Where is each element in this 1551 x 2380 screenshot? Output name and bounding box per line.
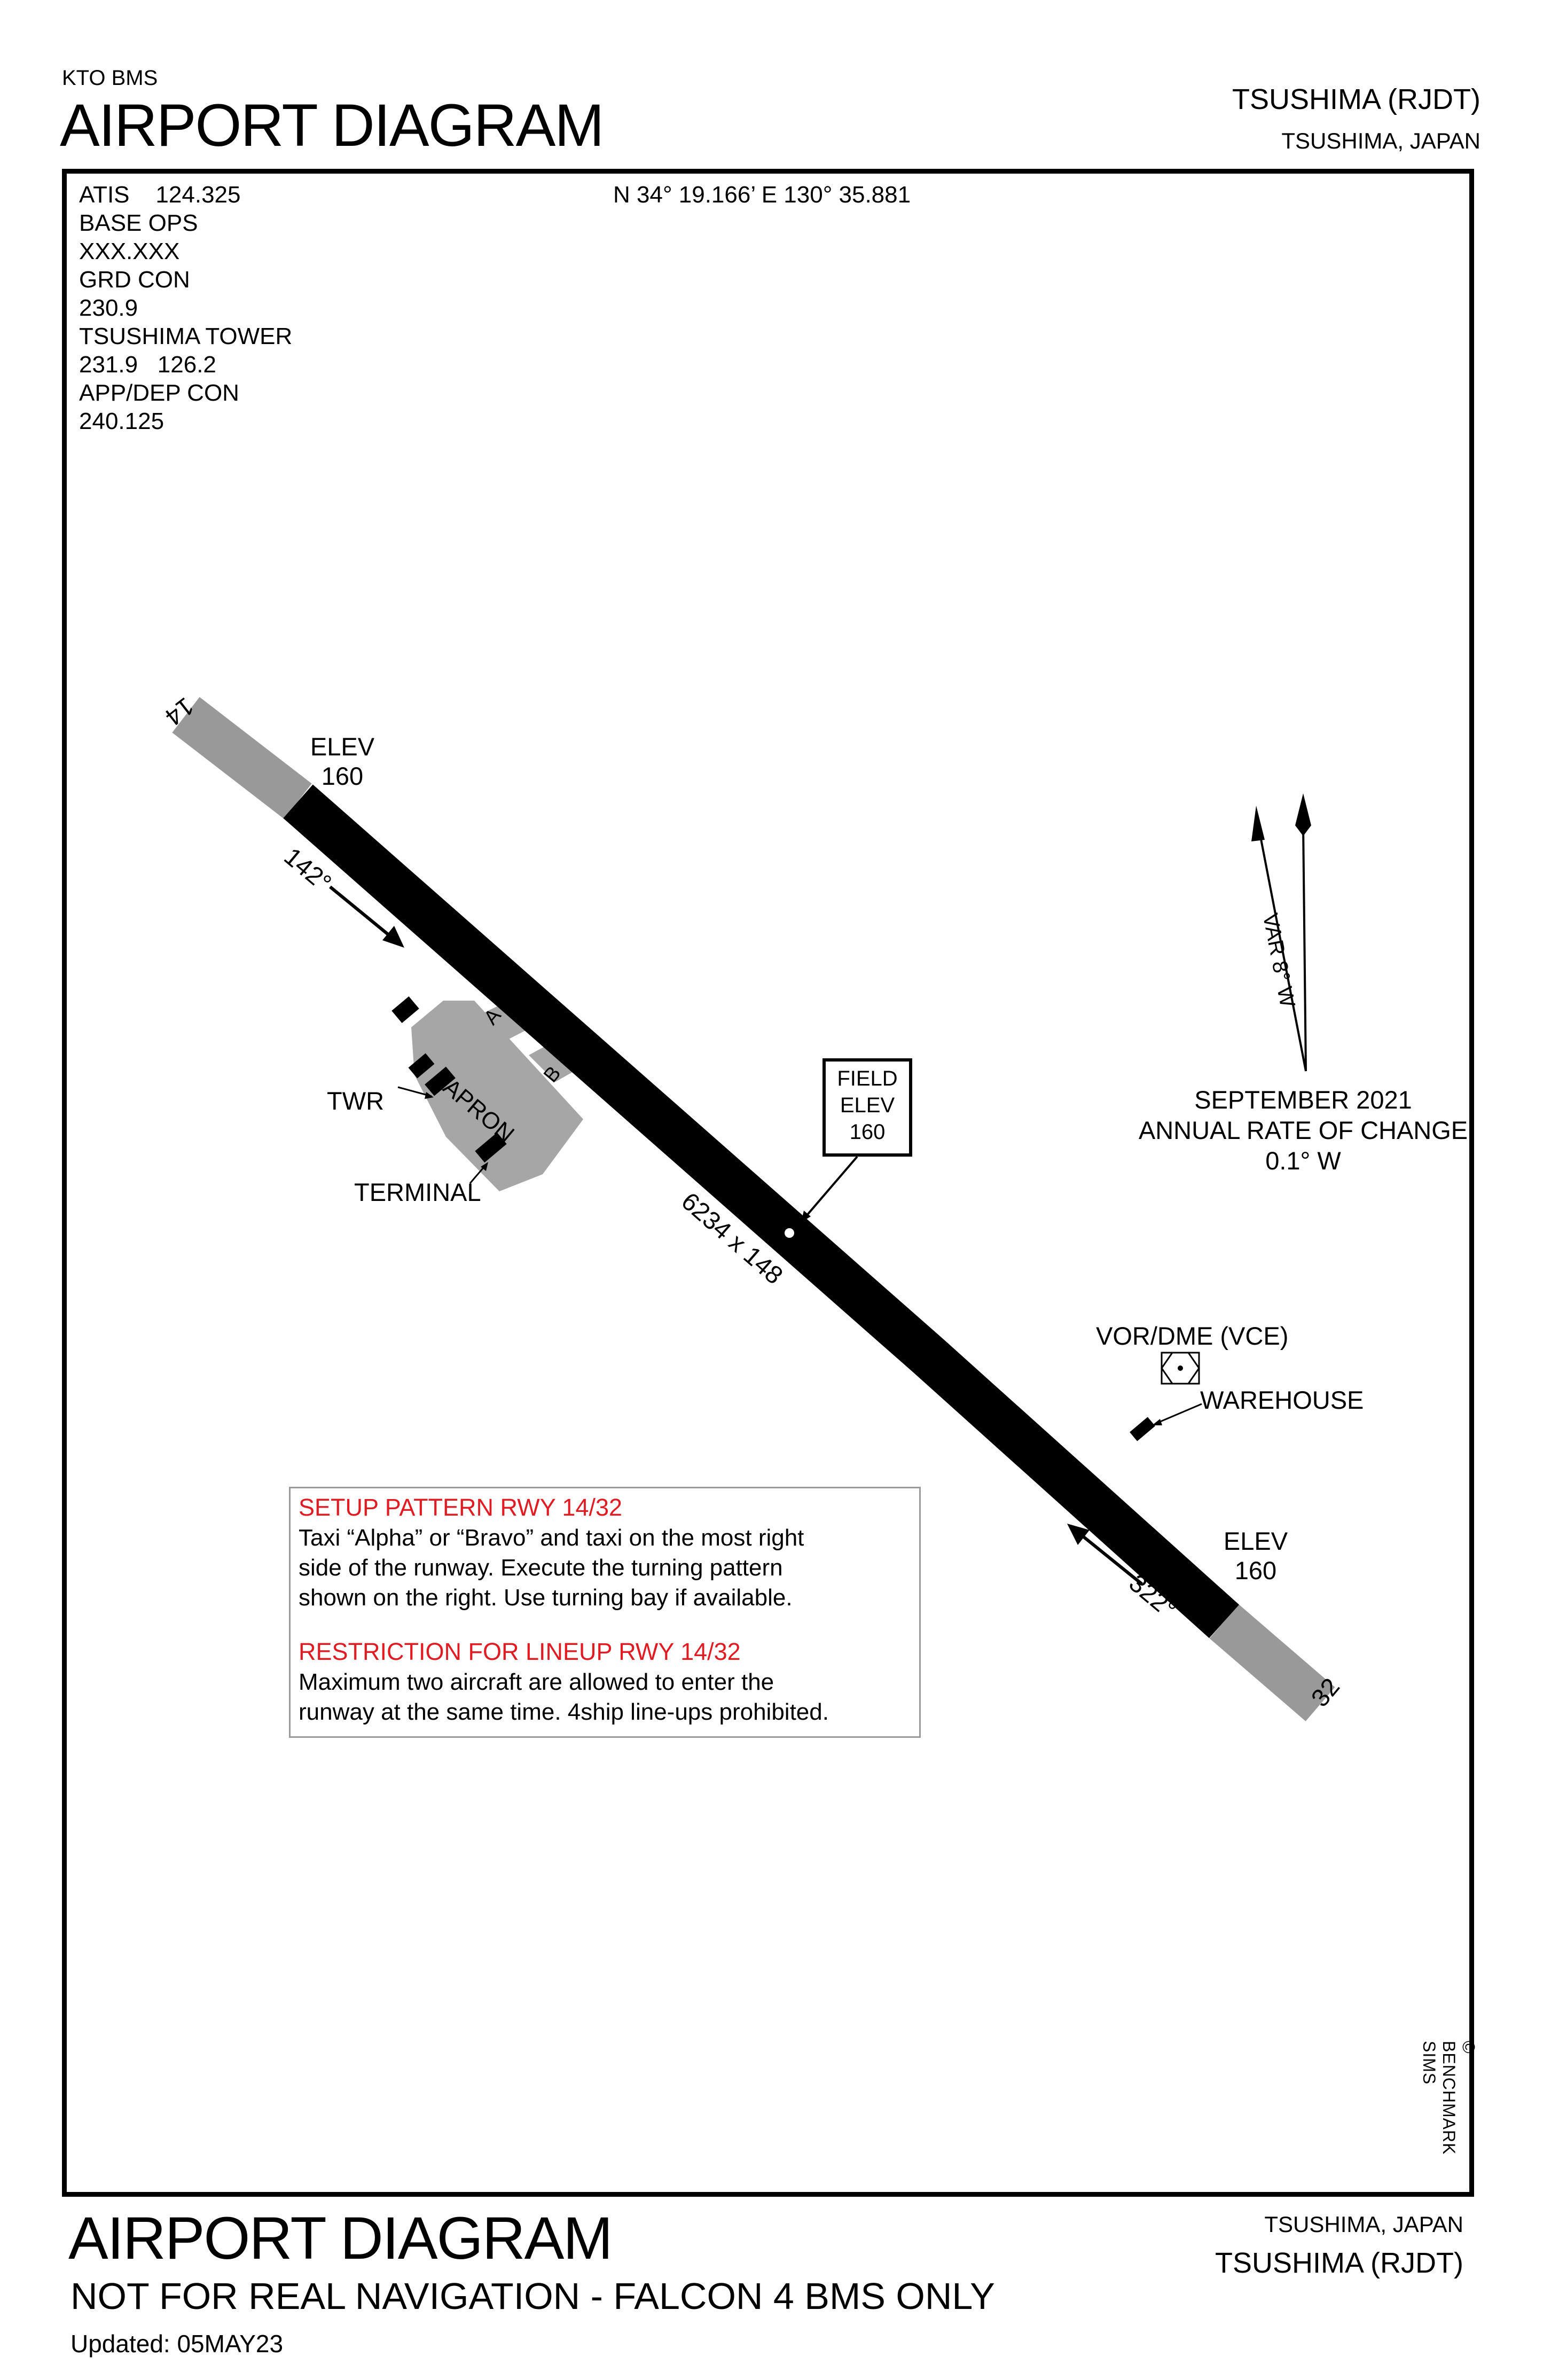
setup-line-3: shown on the right. Use turning bay if a… — [299, 1585, 793, 1611]
vor-dme-label: VOR/DME (VCE) — [1096, 1322, 1289, 1350]
variation-rate-label: ANNUAL RATE OF CHANGE — [1138, 1116, 1468, 1144]
chart-source: KTO BMS — [62, 66, 158, 90]
elev-south-label: ELEV — [1223, 1527, 1288, 1555]
runway-14-32 — [283, 784, 1240, 1638]
setup-line-2: side of the runway. Execute the turning … — [299, 1555, 783, 1581]
field-elev-line1: FIELD — [837, 1067, 898, 1090]
elev-south-value: 160 — [1234, 1556, 1277, 1585]
procedure-notes-box: SETUP PATTERN RWY 14/32 Taxi “Alpha” or … — [289, 1487, 921, 1738]
magnetic-north-arrowhead — [1251, 806, 1265, 841]
magnetic-north-line — [1257, 822, 1307, 1072]
copyright-notice: © BENCHMARK SIMS — [1420, 2041, 1478, 2155]
warehouse-leader-arrow — [1152, 1419, 1162, 1425]
field-elev-leader — [804, 1156, 858, 1218]
footer-airport-name: TSUSHIMA (RJDT) — [1215, 2247, 1463, 2279]
airport-location: TSUSHIMA, JAPAN — [1281, 128, 1480, 153]
lineup-line-2: runway at the same time. 4ship line-ups … — [299, 1699, 829, 1725]
arrowhead-322 — [1067, 1524, 1090, 1545]
footer-title: AIRPORT DIAGRAM — [68, 2205, 613, 2272]
lineup-restriction-text: Maximum two aircraft are allowed to ente… — [299, 1667, 829, 1727]
field-elev-line2: ELEV — [840, 1094, 895, 1117]
vor-hexagon — [1161, 1352, 1200, 1385]
warehouse-leader — [1155, 1403, 1202, 1425]
footer-disclaimer: NOT FOR REAL NAVIGATION - FALCON 4 BMS O… — [70, 2275, 995, 2317]
base-ops-frequency: XXX.XXX — [79, 238, 180, 264]
overrun-north — [172, 697, 312, 820]
variation-date: SEPTEMBER 2021 — [1194, 1086, 1412, 1114]
tower-building-1 — [408, 1053, 435, 1079]
elev-north-label: ELEV — [310, 732, 375, 761]
apron-area — [411, 1001, 583, 1191]
taxiway-a — [477, 1000, 537, 1042]
footer-location: TSUSHIMA, JAPAN — [1264, 2212, 1463, 2237]
frequency-list: ATIS 124.325 BASE OPS XXX.XXX GRD CON 23… — [79, 181, 292, 435]
heading-arrow-322 — [1077, 1531, 1143, 1586]
building-north — [391, 996, 419, 1023]
true-north-arrowhead — [1295, 793, 1311, 836]
elev-north-value: 160 — [321, 762, 364, 790]
terminal-building — [475, 1132, 507, 1163]
arrowhead-142 — [382, 926, 404, 948]
warehouse-label: WAREHOUSE — [1200, 1386, 1364, 1414]
approach-departure-label: APP/DEP CON — [79, 380, 239, 406]
elevation-south: ELEV 160 — [1221, 1526, 1290, 1585]
overrun-south — [1209, 1604, 1335, 1721]
terminal-label: TERMINAL — [354, 1178, 481, 1206]
field-elev-leader-arrow — [801, 1211, 811, 1222]
ground-control-frequency: 230.9 — [79, 295, 138, 321]
variation-rate-value: 0.1° W — [1265, 1146, 1341, 1175]
footer-updated: Updated: 05MAY23 — [70, 2330, 284, 2358]
setup-line-1: Taxi “Alpha” or “Bravo” and taxi on the … — [299, 1525, 804, 1551]
field-reference-point — [785, 1228, 794, 1238]
variation-info: SEPTEMBER 2021 ANNUAL RATE OF CHANGE 0.1… — [1122, 1084, 1485, 1176]
terminal-leader-arrow — [481, 1162, 488, 1171]
ground-control-label: GRD CON — [79, 267, 190, 293]
setup-pattern-title: SETUP PATTERN RWY 14/32 — [299, 1494, 623, 1521]
twr-label: TWR — [327, 1087, 385, 1115]
setup-pattern-text: Taxi “Alpha” or “Bravo” and taxi on the … — [299, 1523, 804, 1613]
vor-center-dot — [1178, 1365, 1183, 1371]
diagram-frame — [62, 169, 1474, 2197]
lineup-restriction-title: RESTRICTION FOR LINEUP RWY 14/32 — [299, 1638, 741, 1665]
field-elev-line3: 160 — [849, 1120, 886, 1144]
true-north-line — [1302, 825, 1307, 1072]
tower-building-2 — [425, 1066, 456, 1096]
tower-label: TSUSHIMA TOWER — [79, 323, 293, 349]
elevation-north: ELEV 160 — [308, 732, 377, 791]
page-title: AIRPORT DIAGRAM — [60, 92, 605, 159]
airport-name: TSUSHIMA (RJDT) — [1232, 83, 1480, 115]
field-elev-box — [822, 1058, 912, 1157]
tower-frequency: 231.9 126.2 — [79, 352, 216, 378]
heading-arrow-142 — [329, 885, 396, 942]
lineup-line-1: Maximum two aircraft are allowed to ente… — [299, 1669, 774, 1695]
base-ops-label: BASE OPS — [79, 210, 198, 236]
airport-coordinates: N 34° 19.166’ E 130° 35.881 — [613, 182, 911, 208]
approach-departure-frequency: 240.125 — [79, 408, 164, 434]
warehouse-building — [1130, 1417, 1155, 1441]
atis-frequency: ATIS 124.325 — [79, 182, 241, 208]
twr-leader-arrow — [425, 1092, 434, 1099]
field-elev-text: FIELD ELEV 160 — [827, 1065, 907, 1145]
